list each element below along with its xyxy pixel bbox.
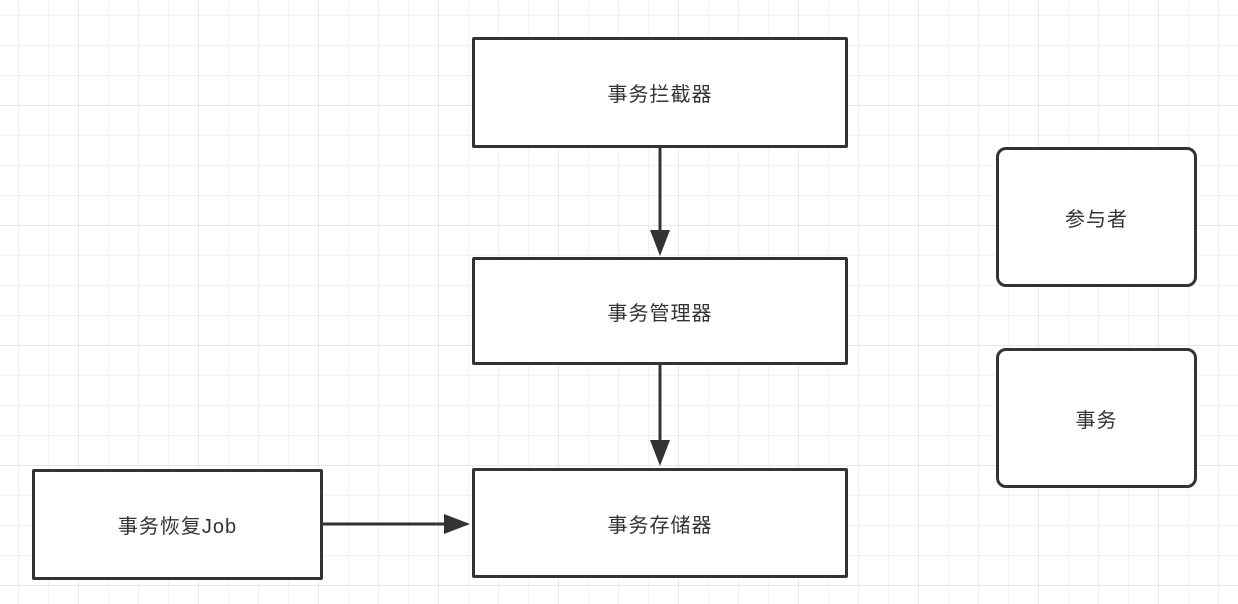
edge-recovery-job-to-storage[interactable] (323, 514, 470, 534)
arrowhead-down-icon (650, 230, 670, 256)
node-transaction-label: 事务 (1075, 409, 1118, 432)
node-recovery-job[interactable]: 事务恢复Job (32, 469, 323, 580)
node-recovery-job-label: 事务恢复Job (117, 516, 238, 538)
node-participant-label: 参与者 (1065, 208, 1128, 231)
arrowhead-right-icon (444, 514, 470, 534)
node-transaction[interactable]: 事务 (996, 348, 1197, 488)
node-interceptor-label: 事务拦截器 (607, 84, 713, 106)
node-storage-label: 事务存储器 (607, 514, 713, 537)
edge-interceptor-to-manager[interactable] (650, 148, 670, 256)
node-interceptor[interactable]: 事务拦截器 (472, 37, 848, 148)
node-participant[interactable]: 参与者 (996, 147, 1197, 287)
edge-manager-to-storage[interactable] (650, 365, 670, 466)
node-manager-label: 事务管理器 (607, 302, 713, 325)
arrowhead-down-icon (650, 440, 670, 466)
node-storage[interactable]: 事务存储器 (472, 468, 848, 578)
node-manager[interactable]: 事务管理器 (472, 257, 848, 365)
